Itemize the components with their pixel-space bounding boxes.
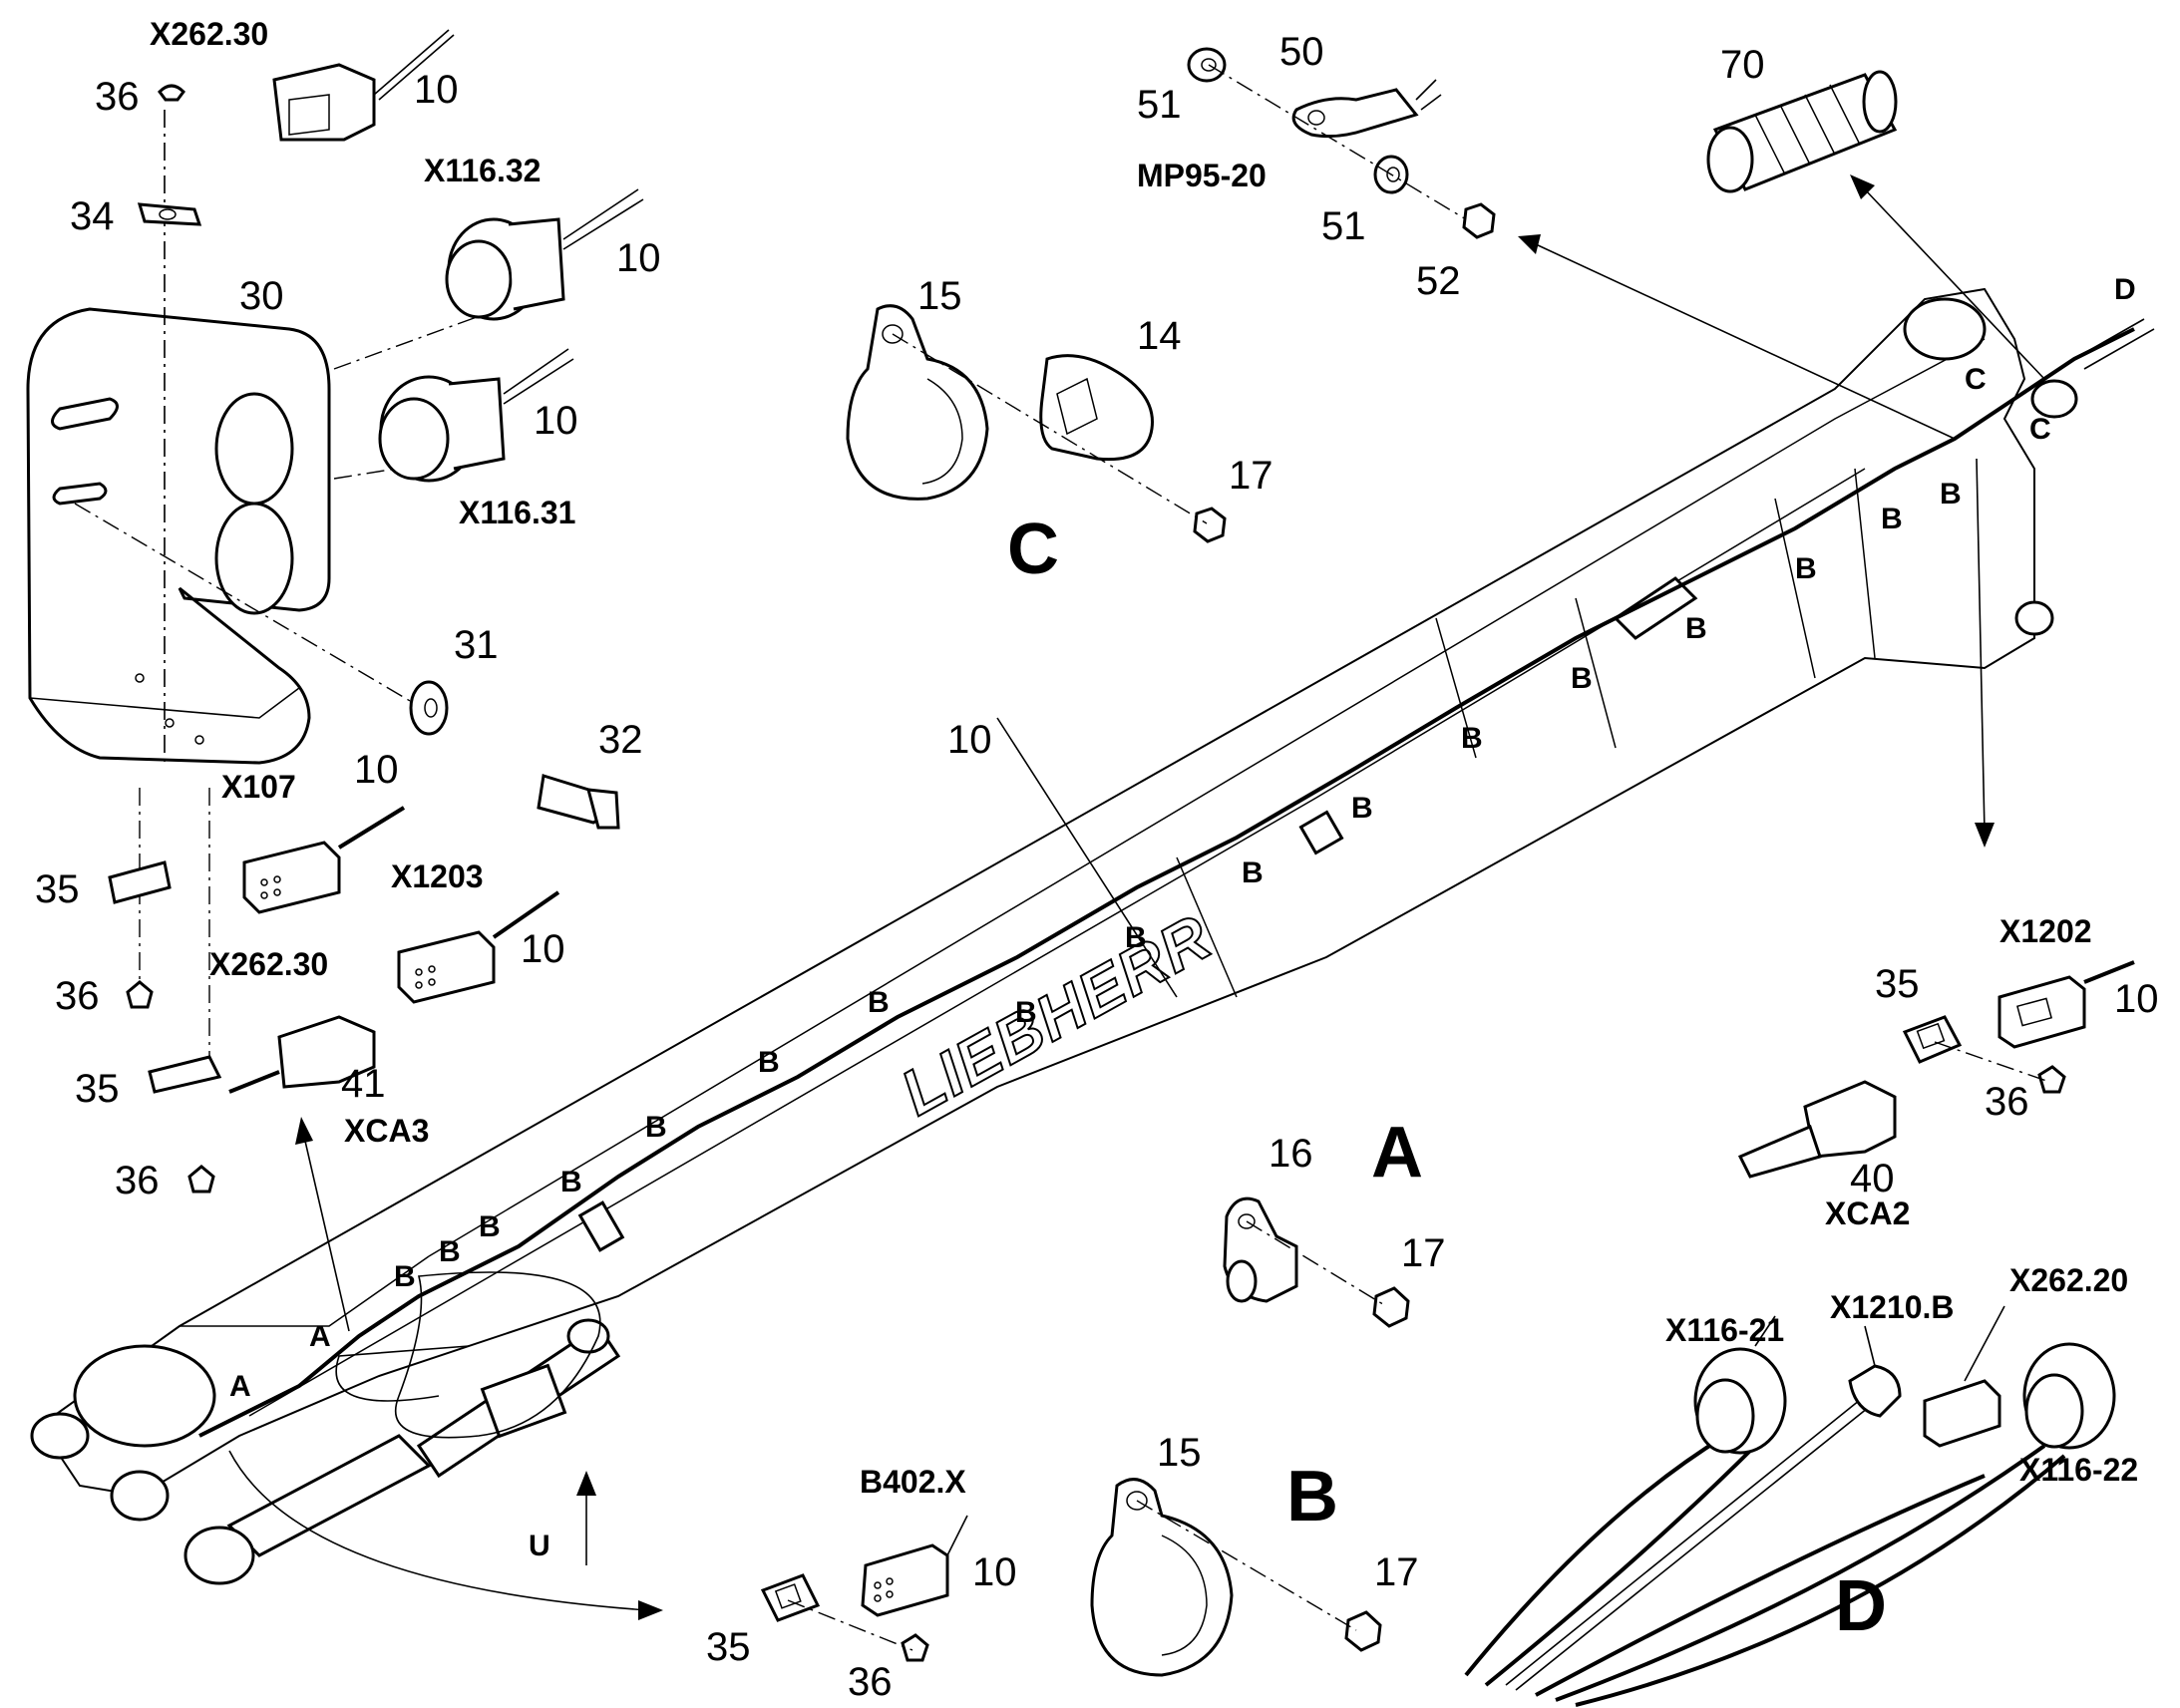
part-number-label: 15 — [917, 274, 962, 318]
part-number-label: B — [1461, 722, 1483, 755]
part-number-label: 10 — [2114, 977, 2159, 1021]
label-mp95-20: MP95-20 — [1137, 158, 1267, 193]
view-c-title: C — [1007, 510, 1059, 589]
x1202-group: X1202 35 10 36 40 XCA2 — [1737, 913, 2159, 1231]
part-number-label: D — [2114, 273, 2136, 306]
part-number-label: B — [1685, 612, 1707, 645]
detail-arrows: 10 — [228, 174, 2045, 1620]
part-number-label: 41 — [341, 1062, 386, 1106]
part-number-label: 16 — [1269, 1132, 1313, 1176]
part-number-label: 51 — [1137, 83, 1182, 127]
label-x262-30-mid: X262.30 — [209, 946, 328, 982]
part-number-label: 36 — [848, 1660, 893, 1704]
part-number-label: B — [758, 1046, 780, 1079]
part-number-label: 50 — [1279, 30, 1324, 74]
label-b402x: B402.X — [860, 1464, 966, 1500]
part-number-label: B — [1351, 792, 1373, 825]
part-number-label: B — [1795, 552, 1817, 585]
part-number-label: C — [2029, 413, 2051, 446]
part-number-label: B — [439, 1235, 461, 1268]
part-number-label: 51 — [1321, 204, 1366, 248]
ground-point-group: 51 50 MP95-20 51 52 — [1137, 30, 1496, 303]
part-number-label: 70 — [1720, 43, 1765, 87]
view-d-title: D — [1835, 1566, 1887, 1646]
part-number-label: B — [1940, 478, 1962, 511]
part-number-label: 40 — [1850, 1157, 1895, 1200]
label-x107: X107 — [221, 769, 296, 805]
label-x262-30-top: X262.30 — [150, 16, 268, 52]
label-x116-32: X116.32 — [424, 153, 541, 188]
part-number-label: B — [868, 986, 890, 1019]
b402x-group: B402.X 10 35 36 — [706, 1464, 1017, 1704]
part-number-label: 10 — [521, 927, 565, 971]
view-d-harness: X116-21 X1210.B X262.20 X116-22 D — [1464, 1262, 2138, 1707]
part-number-label: 35 — [35, 867, 80, 911]
label-xca3: XCA3 — [344, 1113, 429, 1149]
part-number-label: 30 — [239, 274, 284, 318]
part-number-label: 36 — [115, 1159, 160, 1202]
part-number-label: B — [1125, 921, 1147, 954]
view-b-clamp: 15 17 B — [1090, 1431, 1419, 1677]
part-number-label: 52 — [1416, 259, 1461, 303]
part-number-label: B — [645, 1111, 667, 1144]
part-number-label: A — [229, 1370, 251, 1403]
part-number-label: 10 — [354, 748, 399, 792]
part-number-label: 34 — [70, 194, 115, 238]
part-number-label: 10 — [414, 68, 459, 112]
part-number-label: 35 — [75, 1067, 120, 1111]
part-number-label: B — [479, 1210, 501, 1243]
part-number-label: 10 — [616, 236, 661, 280]
part-number-label: B — [1242, 856, 1264, 889]
part-number-label: 36 — [55, 974, 100, 1018]
part-number-label: 36 — [1985, 1080, 2029, 1124]
view-a-clamp: 16 17 A — [1223, 1113, 1446, 1328]
part-number-label: 31 — [454, 623, 499, 667]
part-number-label: 17 — [1374, 1550, 1419, 1594]
label-x1202: X1202 — [1999, 913, 2092, 949]
boom-reference-letters: A A B B B B B B B B B B B B B B B B B C … — [229, 273, 2136, 1562]
view-c-clamp: 15 14 17 C — [846, 274, 1273, 589]
part-number-label: 17 — [1229, 454, 1273, 498]
view-a-title: A — [1371, 1113, 1423, 1193]
label-x116-31: X116.31 — [459, 495, 575, 530]
boom-assembly: LIEBHERR — [30, 287, 2155, 1585]
part-number-label: 35 — [706, 1625, 751, 1669]
view-b-title: B — [1286, 1457, 1338, 1537]
label-x1210b: X1210.B — [1830, 1289, 1955, 1325]
bracket-group-labels: X262.30 36 10 X116.32 34 10 30 10 X116.3… — [35, 16, 661, 1202]
part-number-label: 17 — [1401, 1231, 1446, 1275]
part-number-label: 32 — [598, 718, 643, 762]
label-x1203: X1203 — [391, 858, 484, 894]
label-xca2: XCA2 — [1825, 1196, 1910, 1231]
part-number-label: 36 — [95, 75, 140, 119]
label-x262-20: X262.20 — [2009, 1262, 2128, 1298]
part-number-label: C — [1965, 363, 1987, 396]
part-number-label: 14 — [1137, 314, 1182, 358]
protective-sleeve-70: 70 — [1706, 43, 1898, 193]
bracket-group — [26, 29, 644, 1194]
boom-harness-cable — [198, 327, 2135, 1438]
part-number-label: 15 — [1157, 1431, 1202, 1475]
part-number-label: 10 — [972, 1550, 1017, 1594]
part-number-label: 35 — [1875, 962, 1920, 1006]
part-number-label: 10 — [534, 399, 578, 443]
part-number-label: B — [560, 1166, 582, 1198]
label-10-boom: 10 — [947, 718, 992, 762]
part-number-label: B — [1015, 996, 1037, 1029]
part-number-label: B — [394, 1260, 416, 1293]
part-number-label: B — [1881, 503, 1903, 535]
label-x116-21: X116-21 — [1665, 1312, 1784, 1348]
part-number-label: B — [1571, 662, 1593, 695]
part-number-label: A — [309, 1320, 331, 1353]
label-x116-22: X116-22 — [2019, 1452, 2138, 1488]
part-number-label: U — [529, 1530, 550, 1562]
